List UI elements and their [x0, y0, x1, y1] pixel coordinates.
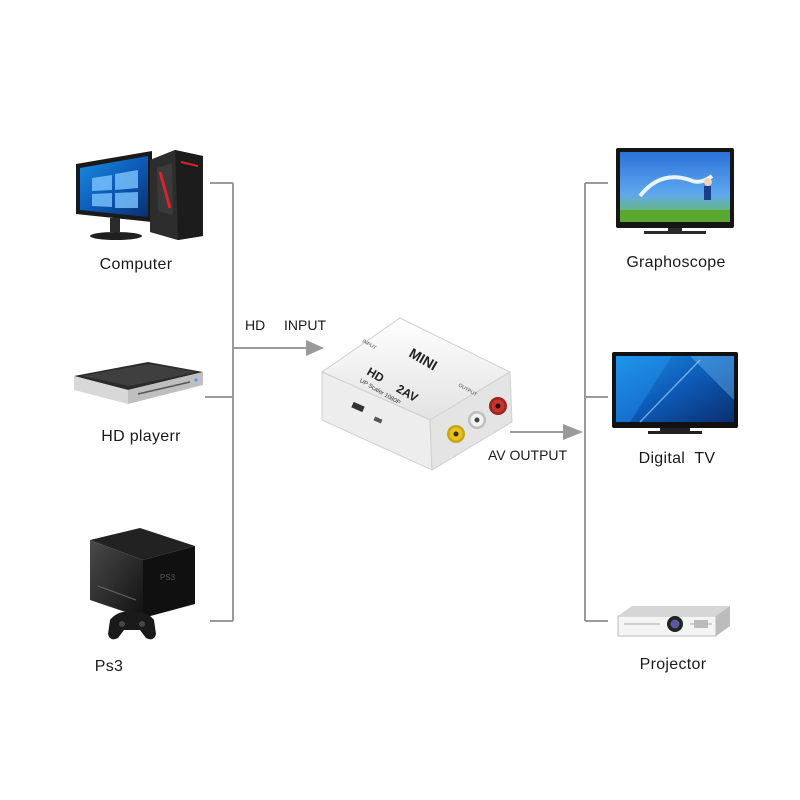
connection-label-hd: HD	[245, 317, 266, 333]
hd-player-icon	[74, 362, 203, 404]
input-label-ps3: Ps3	[94, 658, 124, 675]
input-arrow-head	[306, 340, 324, 356]
mini-converter-device: MINI HD 2AV UP Scaler 1080P INPUT OUTPUT	[320, 317, 513, 471]
rca-jack-yellow	[447, 425, 465, 443]
rca-jack-red	[489, 397, 507, 415]
game-console-icon: PS3	[90, 528, 195, 640]
output-label-graphoscope: Graphoscope	[626, 254, 726, 271]
input-connector-lines	[205, 182, 308, 622]
connection-label-input: INPUT	[284, 317, 326, 333]
input-label-computer: Computer	[99, 256, 173, 273]
projector-icon	[617, 606, 730, 637]
desktop-computer-icon	[76, 150, 203, 240]
flat-tv-icon	[612, 352, 738, 434]
output-label-digital-tv: Digital TV	[638, 450, 716, 467]
input-label-hd-player: HD playerr	[101, 428, 181, 445]
connection-label-av-output: AV OUTPUT	[488, 447, 568, 463]
output-connector-lines	[510, 182, 608, 622]
television-icon	[616, 148, 734, 234]
output-label-projector: Projector	[639, 656, 707, 673]
rca-jack-white	[468, 411, 486, 429]
svg-text:PS3: PS3	[160, 573, 176, 582]
output-arrow-head	[563, 424, 583, 440]
